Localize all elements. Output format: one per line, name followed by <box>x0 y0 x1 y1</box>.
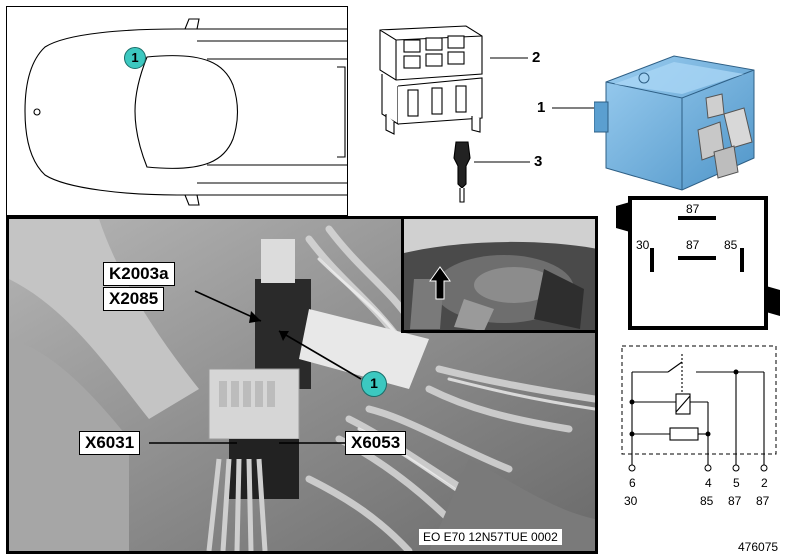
schematic-pin-6-num: 6 <box>629 476 636 490</box>
schematic-pin-6-term: 30 <box>624 494 638 508</box>
label-x6031: X6031 <box>79 431 141 455</box>
callout-marker: 1 <box>124 47 146 69</box>
terminal-drawing <box>448 138 478 206</box>
label-x2085: X2085 <box>103 287 165 311</box>
location-arrow-icon <box>429 266 451 300</box>
schematic-pin-4-term: 85 <box>700 494 714 508</box>
relay-pin-85: 85 <box>724 238 738 252</box>
schematic-pin-5-num: 5 <box>733 476 740 490</box>
schematic-pin-4-num: 4 <box>705 476 712 490</box>
part-number-2: 2 <box>532 49 541 66</box>
engine-overview-inset <box>401 219 595 333</box>
blue-relay-image <box>593 52 784 194</box>
car-location-panel: 1 <box>6 6 348 216</box>
schematic-pin-2-term: 87 <box>756 494 770 508</box>
part-number-1: 1 <box>537 99 546 116</box>
label-x6053: X6053 <box>345 431 407 455</box>
part-number-3: 3 <box>534 153 543 170</box>
schematic-pin-2-num: 2 <box>761 476 768 490</box>
engine-bay-photo: K2003a X2085 X6031 X6053 1 EO E70 12N57T… <box>6 216 598 554</box>
photo-caption: EO E70 12N57TUE 0002 <box>419 529 562 545</box>
relay-socket-drawing <box>374 18 494 136</box>
relay-pin-layout: 87 87 30 85 <box>612 192 782 334</box>
car-outline-drawing <box>24 18 347 206</box>
photo-leader-lines <box>149 290 362 444</box>
relay-pin-30: 30 <box>636 238 650 252</box>
photo-callout-marker: 1 <box>361 371 387 397</box>
relay-pin-87-middle: 87 <box>686 238 700 252</box>
photo-background <box>9 219 595 551</box>
image-number: 476075 <box>738 540 779 554</box>
relay-circuit-schematic: 6 30 4 85 5 87 2 87 <box>616 342 786 514</box>
relay-pin-87-top: 87 <box>686 202 700 216</box>
schematic-pin-5-term: 87 <box>728 494 742 508</box>
label-k2003a: K2003a <box>103 262 175 286</box>
